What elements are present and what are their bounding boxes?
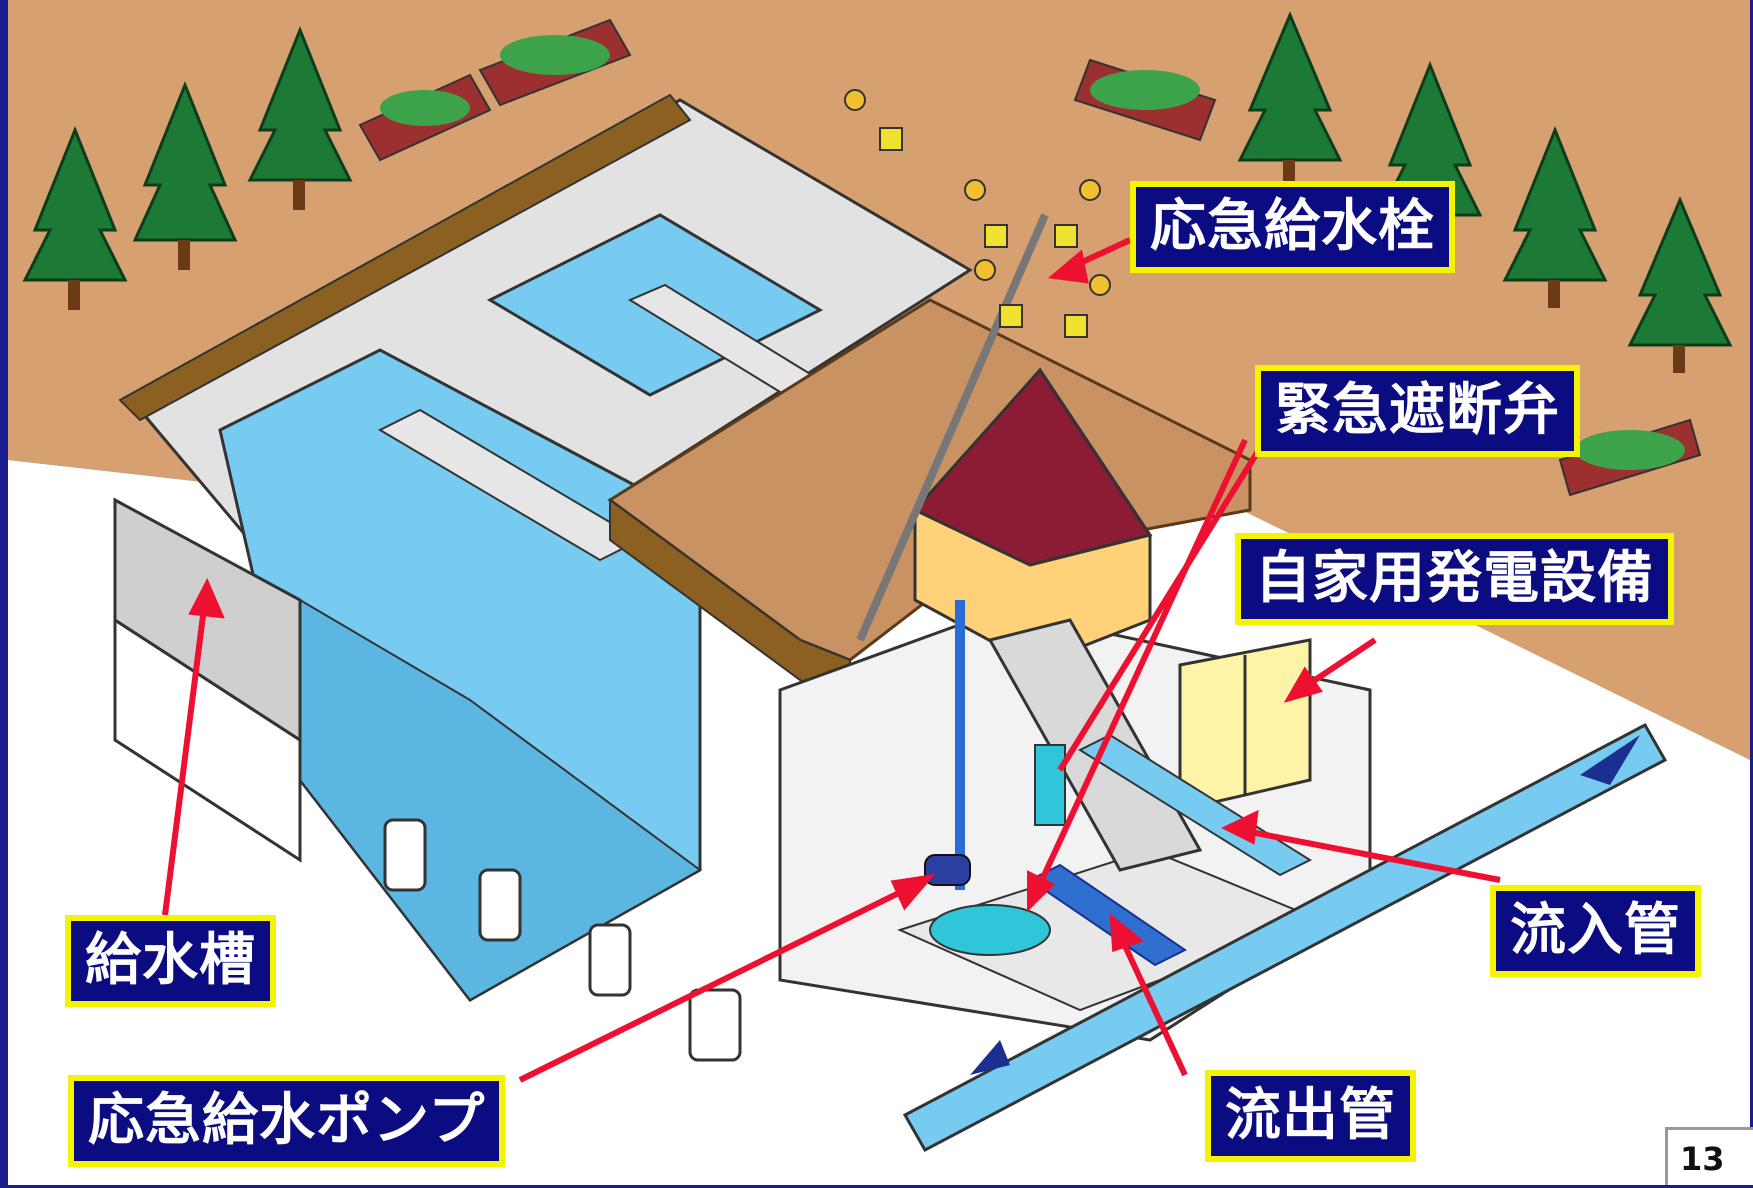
tree-icon: [132, 80, 238, 270]
label-generator: 自家用発電設備: [1235, 533, 1674, 625]
planter-icon: [1073, 58, 1217, 142]
foundation-pillars: [383, 818, 742, 1062]
planter-icons: [358, 18, 1702, 497]
inflow-pipe-main: [902, 722, 1668, 1153]
tree-icon: [1627, 196, 1733, 373]
valve-fitting: [1034, 744, 1066, 826]
label-water-tank: 給水槽: [65, 915, 276, 1007]
label-shutoff-valve: 緊急遮断弁: [1255, 365, 1580, 457]
tank-side-wall: [113, 497, 302, 743]
stair-roof: [912, 367, 1153, 567]
tree-icons: [22, 11, 1733, 373]
pump-body: [924, 854, 971, 886]
pointer-arrows: [162, 237, 1501, 1083]
tree-icon: [22, 125, 128, 310]
label-inflow-pipe: 流入管: [1490, 885, 1701, 977]
page-number: 13: [1665, 1127, 1753, 1185]
worker-icons: [844, 89, 1111, 338]
hose-line: [856, 213, 1049, 642]
planter-icon: [478, 18, 632, 107]
flow-arrow: [1580, 735, 1640, 785]
label-emergency-hydrant: 応急給水栓: [1130, 181, 1455, 273]
flow-arrow: [970, 1040, 1010, 1075]
pump-fitting: [929, 904, 1051, 956]
planter-icon: [1558, 418, 1702, 497]
label-emergency-pump: 応急給水ポンプ: [68, 1075, 506, 1167]
label-outflow-pipe: 流出管: [1205, 1070, 1416, 1162]
planter-icon: [358, 73, 492, 162]
tree-icon: [247, 25, 353, 210]
tree-icon: [1502, 125, 1608, 308]
tank-rim: [118, 93, 692, 422]
